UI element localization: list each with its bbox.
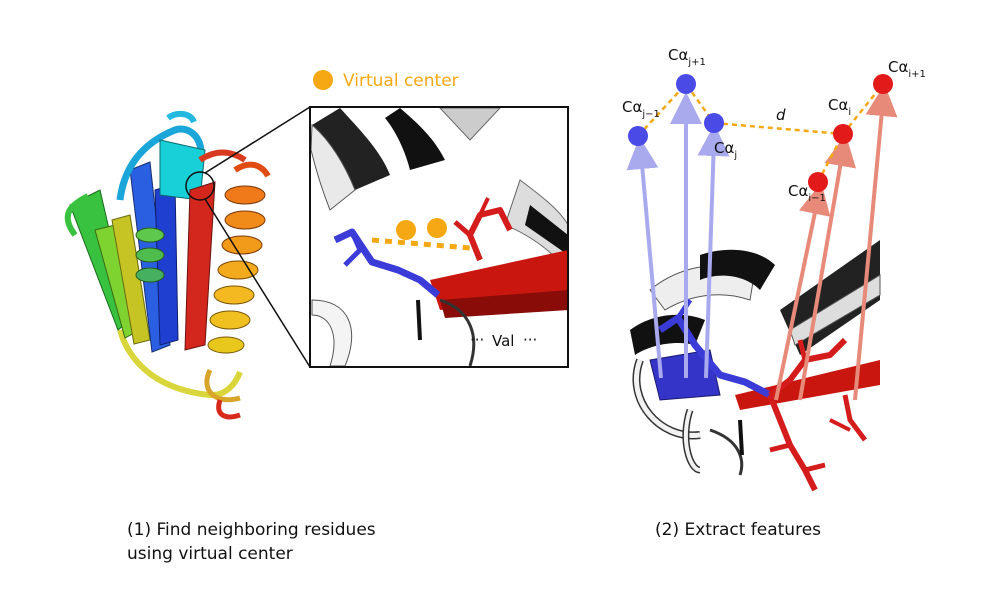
blue-nodes: [628, 74, 724, 146]
caption-panel-1-line-1: (1) Find neighboring residues: [127, 520, 376, 540]
node-ca-j-minus-1: [628, 126, 648, 146]
val-label: Val: [492, 332, 514, 350]
label-ca-i-minus-1: Cαi−1: [788, 182, 826, 204]
node-ca-j-plus-1: [676, 74, 696, 94]
caption-panel-2-line-1: (2) Extract features: [655, 520, 822, 540]
caption-panel-1: (1) Find neighboring residues using virt…: [127, 518, 376, 566]
node-ca-i: [833, 124, 853, 144]
red-nodes: [808, 74, 893, 192]
inset-ellipsis-right: ···: [523, 331, 537, 349]
label-ca-i: Cαi: [828, 96, 851, 118]
protein-rainbow-structure: [64, 110, 271, 420]
zoom-inset: ··· Val ···: [309, 106, 569, 368]
label-ca-j-minus-1: Cαj−1: [622, 98, 660, 120]
distance-label: d: [776, 106, 786, 124]
label-ca-i-plus-1: Cαi+1: [888, 58, 926, 80]
virtual-center-red: [427, 218, 447, 238]
node-labels: Cαj+1 Cαj−1 Cαj Cαi+1 Cαi Cαi−1 d: [622, 46, 926, 204]
node-ca-i-minus-1: [808, 172, 828, 192]
node-ca-i-plus-1: [873, 74, 893, 94]
virtual-center-legend: Virtual center: [313, 70, 459, 91]
zoom-line-top: [204, 106, 311, 174]
caption-panel-1-line-2: using virtual center: [127, 544, 293, 564]
legend-label: Virtual center: [343, 71, 459, 91]
caption-panel-2: (2) Extract features: [655, 518, 821, 542]
label-ca-j: Cαj: [714, 139, 737, 161]
red-arrows: [774, 84, 898, 401]
label-ca-j-plus-1: Cαj+1: [668, 46, 706, 68]
zoom-line-bottom: [204, 198, 311, 368]
virtual-center-blue: [396, 220, 416, 240]
feature-structure: [630, 240, 881, 492]
legend-dot: [313, 70, 333, 90]
inset-ellipsis-left: ···: [470, 331, 484, 349]
blue-arrows: [626, 92, 730, 379]
node-ca-j: [704, 113, 724, 133]
